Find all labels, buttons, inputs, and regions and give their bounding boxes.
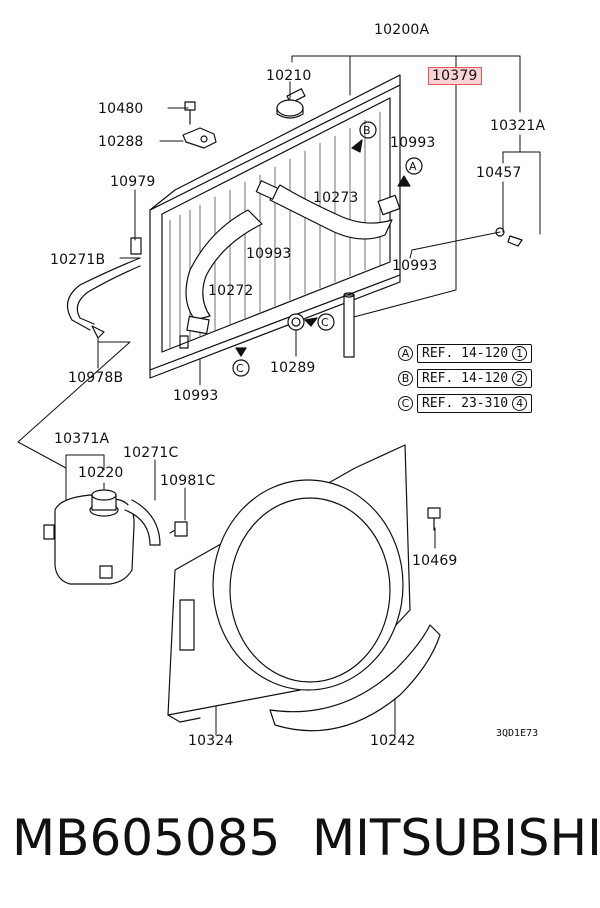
fan-shroud: [167, 444, 411, 723]
arrow-label-c2: C: [236, 362, 244, 375]
ref-box-c: REF. 23-310 4: [417, 394, 533, 413]
label-10379-highlight[interactable]: 10379: [428, 67, 482, 85]
hose-10271c: [124, 499, 161, 546]
label-10288: 10288: [98, 134, 144, 150]
clip-10978b: [91, 325, 105, 339]
ref-box-a: REF. 14-120 1: [417, 344, 533, 363]
ref-text-c: REF. 23-310: [422, 396, 509, 411]
label-10210: 10210: [266, 68, 312, 84]
overflow-hose: [66, 257, 141, 331]
ref-num-a: 1: [512, 346, 528, 361]
label-10457: 10457: [476, 165, 522, 181]
radiator: [149, 74, 401, 379]
ref-letter-a: A: [398, 346, 413, 361]
label-10272: 10272: [208, 283, 254, 299]
footer-brand: MITSUBISHI: [312, 809, 600, 867]
reservoir-tank: [43, 494, 135, 585]
label-10469: 10469: [412, 553, 458, 569]
label-10200a: 10200A: [374, 22, 430, 38]
ref-num-c: 4: [512, 396, 528, 411]
lower-hose: [185, 209, 263, 335]
arrow-label-c1: C: [321, 316, 329, 329]
ref-box-b: REF. 14-120 2: [417, 369, 533, 388]
ref-text-a: REF. 14-120: [422, 346, 509, 361]
label-10993-bottom: 10993: [173, 388, 219, 404]
arrow-c1: [304, 317, 318, 327]
label-10978b: 10978B: [68, 370, 124, 386]
parts-diagram: [17, 55, 541, 736]
label-10242: 10242: [370, 733, 416, 749]
bolt-10457: [495, 227, 523, 247]
bolt-10480: [184, 101, 196, 125]
ref-text-b: REF. 14-120: [422, 371, 509, 386]
ref-num-b: 2: [512, 371, 528, 386]
label-10289: 10289: [270, 360, 316, 376]
label-10993-right: 10993: [392, 258, 438, 274]
label-10321a: 10321A: [490, 118, 546, 134]
hose-10379: [343, 292, 355, 358]
label-10220: 10220: [78, 465, 124, 481]
arrow-a: [397, 175, 411, 187]
label-10979: 10979: [110, 174, 156, 190]
ref-row-c: C REF. 23-310 4: [398, 394, 533, 413]
radiator-cap: [276, 99, 304, 119]
clip-10981c: [169, 521, 188, 537]
footer-part-number: MB605085: [12, 809, 281, 867]
label-10371a: 10371A: [54, 431, 110, 447]
bolt-10469: [427, 507, 441, 531]
arrow-label-a: A: [409, 160, 417, 173]
ref-row-a: A REF. 14-120 1: [398, 344, 533, 363]
label-10480: 10480: [98, 101, 144, 117]
label-10993-mid: 10993: [246, 246, 292, 262]
ref-row-b: B REF. 14-120 2: [398, 369, 533, 388]
arrow-b: [351, 139, 363, 153]
ref-letter-c: C: [398, 396, 413, 411]
clip-10979: [130, 237, 142, 255]
label-10981c: 10981C: [160, 473, 216, 489]
label-10271b: 10271B: [50, 252, 106, 268]
bracket-10288: [182, 127, 217, 149]
diagram-code: 3QD1E73: [496, 728, 539, 739]
ref-letter-b: B: [398, 371, 413, 386]
label-10273: 10273: [313, 190, 359, 206]
label-10271c: 10271C: [123, 445, 179, 461]
label-10993-top: 10993: [390, 135, 436, 151]
drain-plug: [287, 313, 305, 331]
upper-hose: [255, 180, 401, 240]
arrow-c2: [235, 347, 247, 357]
label-10324: 10324: [188, 733, 234, 749]
arrow-label-b: B: [363, 124, 371, 137]
lower-shroud: [269, 624, 441, 732]
reservoir-cap: [89, 489, 119, 517]
